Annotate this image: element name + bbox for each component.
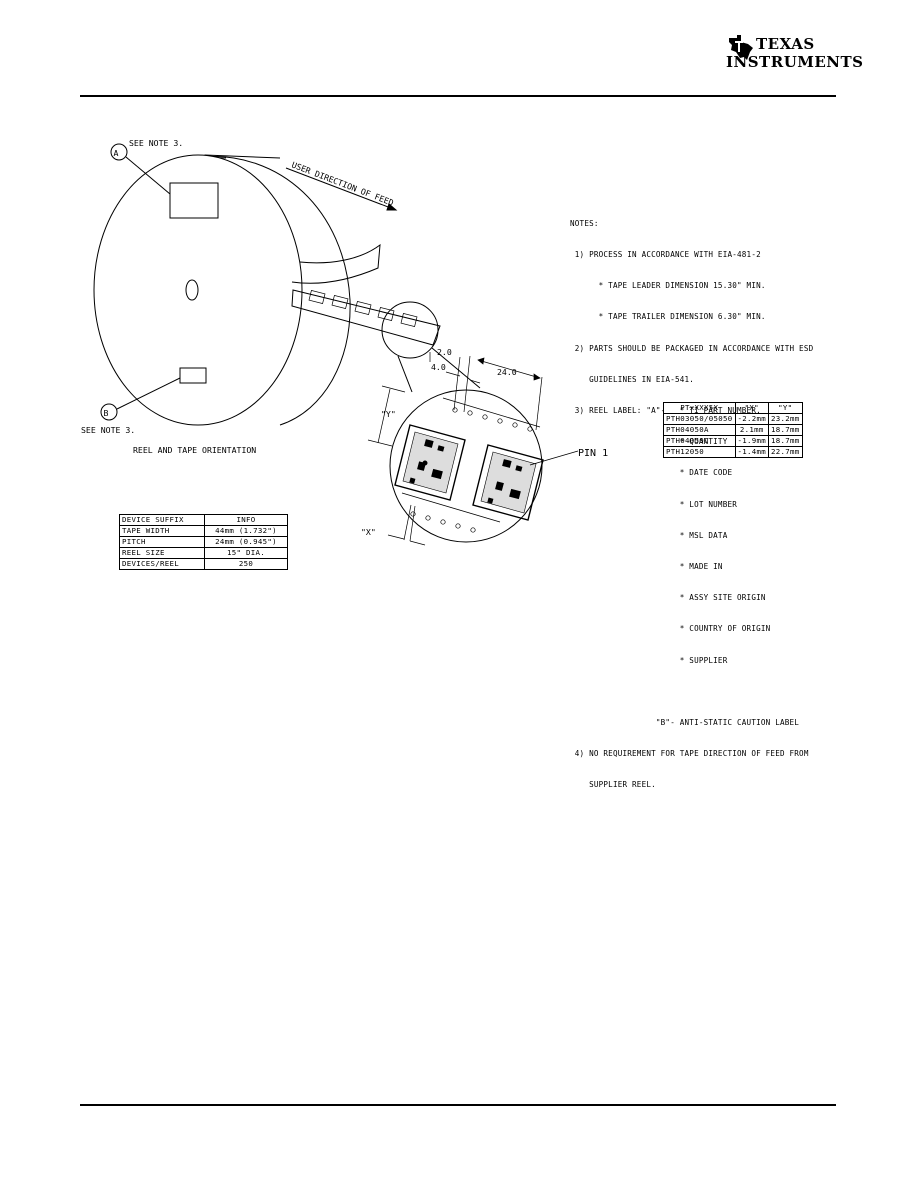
table-cell: 250: [204, 558, 288, 570]
note-line: "B"- ANTI-STATIC CAUTION LABEL: [570, 718, 800, 728]
logo-wordmark-bottom: INSTRUMENTS: [726, 53, 864, 71]
note-line: GUIDELINES IN EIA-541.: [570, 374, 695, 384]
note-line: * TAPE LEADER DIMENSION 15.30" MIN.: [570, 281, 766, 291]
table-cell: DEVICES/REEL: [119, 558, 205, 570]
note-line: * TAPE TRAILER DIMENSION 6.30" MIN.: [570, 312, 766, 322]
ti-logo: TEXAS INSTRUMENTS: [726, 34, 863, 76]
notes-block: NOTES: 1) PROCESS IN ACCORDANCE WITH EIA…: [570, 198, 840, 801]
dim-4-text: 4.0: [431, 362, 446, 372]
dim-2-text: 2.0: [437, 347, 452, 357]
logo-wordmark-top: TEXAS: [756, 35, 815, 53]
tape-pocket-right: [472, 444, 544, 521]
table-row: REEL SIZE 15" DIA.: [119, 547, 288, 559]
callout-b-circle: [100, 403, 118, 421]
note-line: 4) NO REQUIREMENT FOR TAPE DIRECTION OF …: [570, 749, 809, 759]
table-row: PTH04050C -1.9mm 18.7mm: [663, 435, 803, 447]
note-line: * COUNTRY OF ORIGIN: [570, 624, 771, 634]
xy-dimension-table: PTxXXX5X "X" "Y" PTH03050/05050 -2.2mm 2…: [663, 402, 803, 458]
table-cell: 44mm (1.732"): [204, 525, 288, 537]
table-row: PITCH 24mm (0.945"): [119, 536, 288, 548]
table-header-cell: PTxXXX5X: [663, 402, 736, 414]
table-cell: 18.7mm: [768, 424, 803, 436]
table-cell: PTH04050A: [663, 424, 736, 436]
label-a-box: [169, 182, 219, 219]
note-line: 1) PROCESS IN ACCORDANCE WITH EIA-481-2: [570, 250, 761, 260]
dim-x-text: "X": [361, 527, 376, 537]
note-line: 2) PARTS SHOULD BE PACKAGED IN ACCORDANC…: [570, 343, 814, 353]
table-cell: TAPE WIDTH: [119, 525, 205, 537]
magnify-small-circle: [381, 301, 439, 359]
tape-pocket-left: [394, 424, 466, 501]
drawing-caption: REEL AND TAPE ORIENTATION: [133, 445, 256, 455]
note-line: NOTES:: [570, 218, 599, 228]
note-a-text: SEE NOTE 3.: [129, 138, 183, 148]
table-cell: REEL SIZE: [119, 547, 205, 559]
table-row: PTH12050 -1.4mm 22.7mm: [663, 446, 803, 458]
dim-24-text: 24.0: [497, 367, 517, 377]
callout-a-circle: [110, 143, 128, 161]
table-cell: PITCH: [119, 536, 205, 548]
note-line: SUPPLIER REEL.: [570, 780, 656, 790]
table-cell: 18.7mm: [768, 435, 803, 447]
table-header-row: PTxXXX5X "X" "Y": [663, 402, 803, 414]
note-line: * LOT NUMBER: [570, 499, 738, 509]
note-b-text: SEE NOTE 3.: [81, 425, 135, 435]
device-info-table: DEVICE SUFFIX INFO TAPE WIDTH 44mm (1.73…: [119, 514, 288, 570]
table-cell: DEVICE SUFFIX: [119, 514, 205, 526]
dim-y-text: "Y": [381, 409, 396, 419]
table-row: DEVICES/REEL 250: [119, 558, 288, 570]
callout-a-letter: A: [114, 148, 119, 158]
table-cell: PTH12050: [663, 446, 736, 458]
note-line: * MSL DATA: [570, 530, 728, 540]
table-row: TAPE WIDTH 44mm (1.732"): [119, 525, 288, 537]
table-cell: 15" DIA.: [204, 547, 288, 559]
table-cell: INFO: [204, 514, 288, 526]
reel-hub: [185, 279, 199, 301]
table-row: DEVICE SUFFIX INFO: [119, 514, 288, 526]
note-line: * DATE CODE: [570, 468, 733, 478]
table-row: PTH04050A 2.1mm 18.7mm: [663, 424, 803, 436]
table-cell: 22.7mm: [768, 446, 803, 458]
feed-arrow: [285, 167, 397, 211]
footer-rule: [80, 1104, 836, 1106]
note-line: * MADE IN: [570, 562, 723, 572]
tape-leader: [291, 243, 381, 284]
tape-strip: [291, 289, 441, 346]
pin1-text: PIN 1: [578, 448, 608, 459]
table-cell: 23.2mm: [768, 413, 803, 425]
table-cell: PTH04050C: [663, 435, 736, 447]
table-cell: -2.2mm: [734, 413, 769, 425]
table-cell: 2.1mm: [734, 424, 769, 436]
table-cell: PTH03050/05050: [663, 413, 736, 425]
callout-b-letter: B: [104, 408, 109, 418]
table-cell: -1.4mm: [734, 446, 769, 458]
note-line: * SUPPLIER: [570, 655, 728, 665]
note-line: [570, 687, 840, 697]
texas-state-icon: [729, 35, 753, 60]
reel-back-rim: [199, 155, 351, 426]
table-cell: 24mm (0.945"): [204, 536, 288, 548]
table-row: PTH03050/05050 -2.2mm 23.2mm: [663, 413, 803, 425]
table-header-cell: "Y": [768, 402, 803, 414]
header-rule: [80, 95, 836, 97]
table-header-cell: "X": [734, 402, 769, 414]
label-b-box: [179, 367, 207, 384]
feed-direction-text: USER DIRECTION OF FEED: [290, 160, 395, 208]
note-line: * ASSY SITE ORIGIN: [570, 593, 766, 603]
table-cell: -1.9mm: [734, 435, 769, 447]
